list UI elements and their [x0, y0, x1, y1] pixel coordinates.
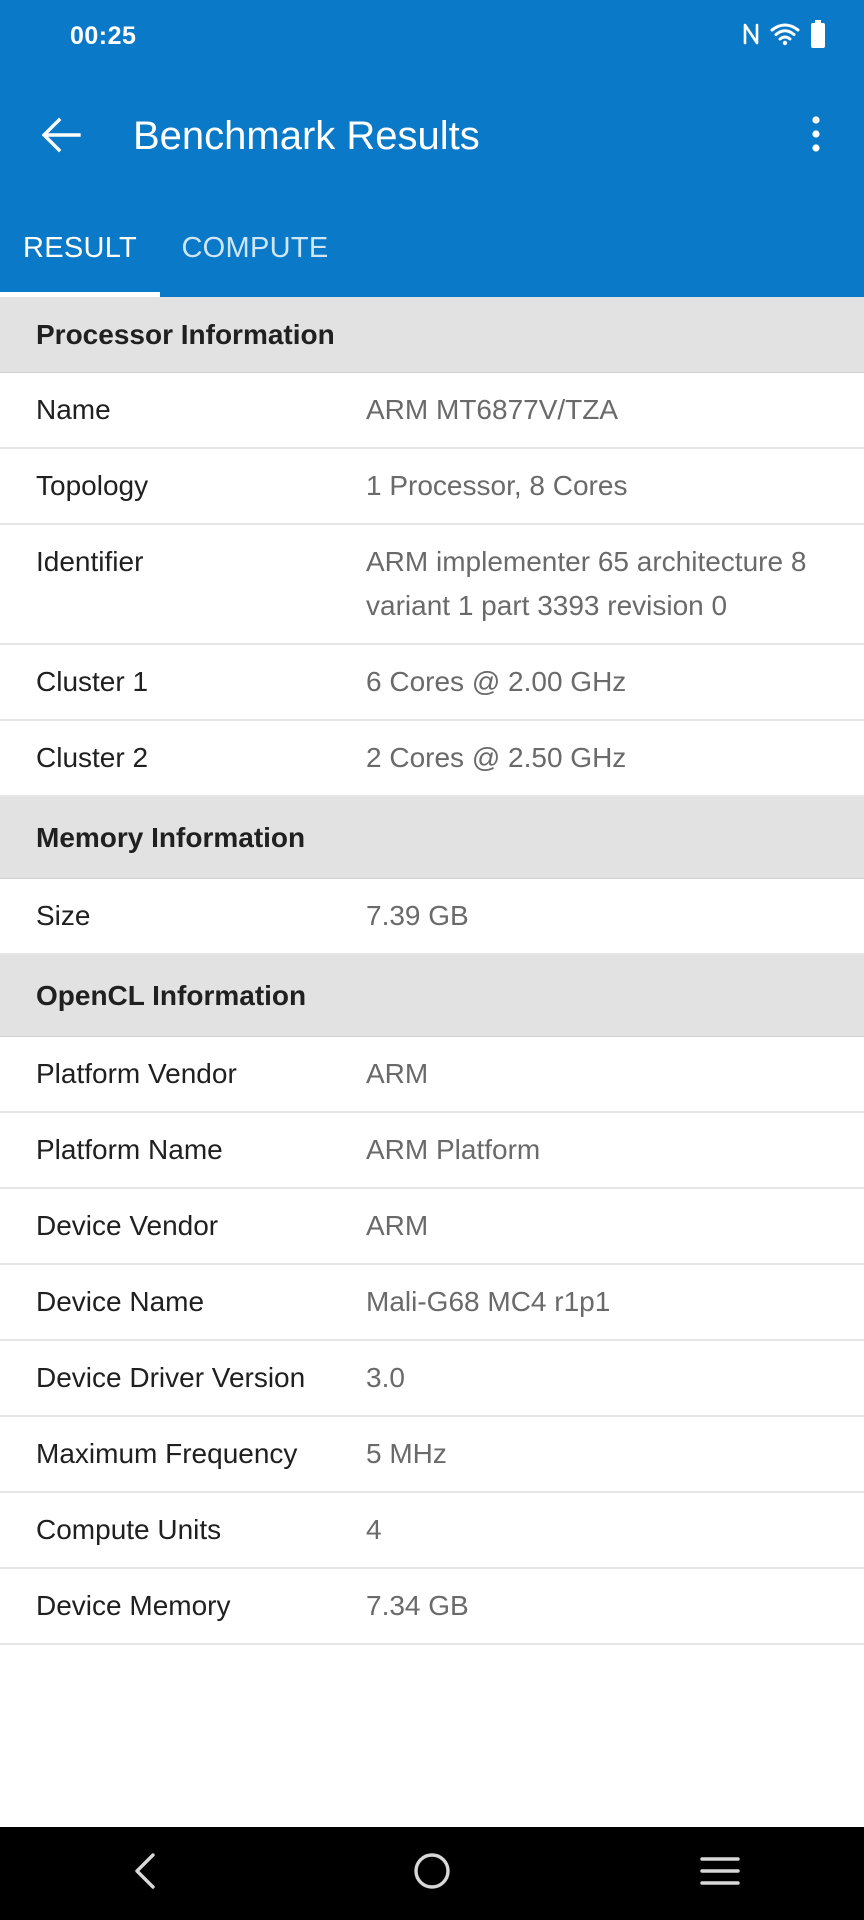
nav-back-button[interactable] — [84, 1834, 204, 1914]
tab-result[interactable]: RESULT — [0, 213, 160, 297]
wifi-icon — [770, 22, 800, 46]
table-row: Cluster 1 6 Cores @ 2.00 GHz — [0, 645, 864, 721]
row-label: Name — [36, 394, 111, 425]
row-value: ARM MT6877V/TZA — [366, 394, 619, 425]
row-value: ARM Platform — [366, 1134, 541, 1165]
system-nav-bar — [0, 1827, 864, 1920]
row-value: Mali-G68 MC4 r1p1 — [366, 1286, 611, 1317]
status-icons — [742, 20, 826, 48]
section-header-opencl: OpenCL Information — [0, 955, 864, 1037]
status-bar: 00:25 — [0, 0, 864, 72]
table-row: Platform Name ARM Platform — [0, 1113, 864, 1189]
back-button[interactable] — [34, 110, 88, 164]
row-value: 1 Processor, 8 Cores — [366, 470, 628, 501]
row-value: 4 — [366, 1514, 382, 1545]
toolbar: Benchmark Results — [0, 90, 864, 180]
tab-indicator — [0, 292, 160, 297]
table-row: Device Vendor ARM — [0, 1189, 864, 1265]
row-label: Topology — [36, 470, 149, 501]
row-label: Device Driver Version — [36, 1362, 306, 1393]
tab-compute[interactable]: COMPUTE — [160, 213, 350, 297]
row-value: 7.34 GB — [366, 1590, 469, 1621]
nav-home-icon — [411, 1850, 453, 1897]
arrow-back-icon — [41, 117, 81, 158]
row-label: Maximum Frequency — [36, 1438, 298, 1469]
overflow-menu-button[interactable] — [788, 106, 844, 166]
row-label: Cluster 1 — [36, 666, 149, 697]
row-value: 5 MHz — [366, 1438, 447, 1469]
more-vert-icon — [811, 115, 821, 158]
section-header-processor: Processor Information — [0, 297, 864, 373]
tab-bar: RESULT COMPUTE — [0, 213, 864, 297]
row-value: ARM — [366, 1058, 429, 1089]
tab-compute-label: COMPUTE — [181, 232, 329, 264]
page-title: Benchmark Results — [133, 114, 480, 158]
row-label: Platform Vendor — [36, 1058, 237, 1089]
row-value: 2 Cores @ 2.50 GHz — [366, 742, 627, 773]
status-time: 00:25 — [70, 22, 137, 50]
row-label: Cluster 2 — [36, 742, 149, 773]
row-value: ARM implementer 65 architecture 8 varian… — [366, 546, 807, 621]
row-label: Device Vendor — [36, 1210, 219, 1241]
nfc-icon — [742, 22, 760, 46]
table-row: Name ARM MT6877V/TZA — [0, 373, 864, 449]
table-row: Identifier ARM implementer 65 architectu… — [0, 525, 864, 645]
table-row: Size 7.39 GB — [0, 879, 864, 955]
results-list[interactable]: Processor Information Name ARM MT6877V/T… — [0, 297, 864, 1827]
section-header-memory: Memory Information — [0, 797, 864, 879]
table-row: Compute Units 4 — [0, 1493, 864, 1569]
row-value: ARM — [366, 1210, 429, 1241]
table-row: Device Memory 7.34 GB — [0, 1569, 864, 1645]
nav-back-icon — [129, 1852, 159, 1895]
row-label: Identifier — [36, 546, 144, 577]
app-bar: 00:25 — [0, 0, 864, 297]
tab-result-label: RESULT — [22, 232, 138, 264]
table-row: Cluster 2 2 Cores @ 2.50 GHz — [0, 721, 864, 797]
table-row: Platform Vendor ARM — [0, 1037, 864, 1113]
table-row: Device Name Mali-G68 MC4 r1p1 — [0, 1265, 864, 1341]
nav-home-button[interactable] — [372, 1834, 492, 1914]
table-row: Device Driver Version 3.0 — [0, 1341, 864, 1417]
nav-recents-icon — [699, 1854, 741, 1893]
row-label: Size — [36, 900, 91, 931]
nav-recents-button[interactable] — [660, 1834, 780, 1914]
row-value: 3.0 — [366, 1362, 405, 1393]
row-value: 6 Cores @ 2.00 GHz — [366, 666, 627, 697]
table-row: Maximum Frequency 5 MHz — [0, 1417, 864, 1493]
row-value: 7.39 GB — [366, 900, 469, 931]
row-label: Compute Units — [36, 1514, 222, 1545]
table-row: Topology 1 Processor, 8 Cores — [0, 449, 864, 525]
row-label: Platform Name — [36, 1134, 223, 1165]
battery-icon — [810, 20, 826, 48]
row-label: Device Name — [36, 1286, 205, 1317]
row-label: Device Memory — [36, 1590, 231, 1621]
